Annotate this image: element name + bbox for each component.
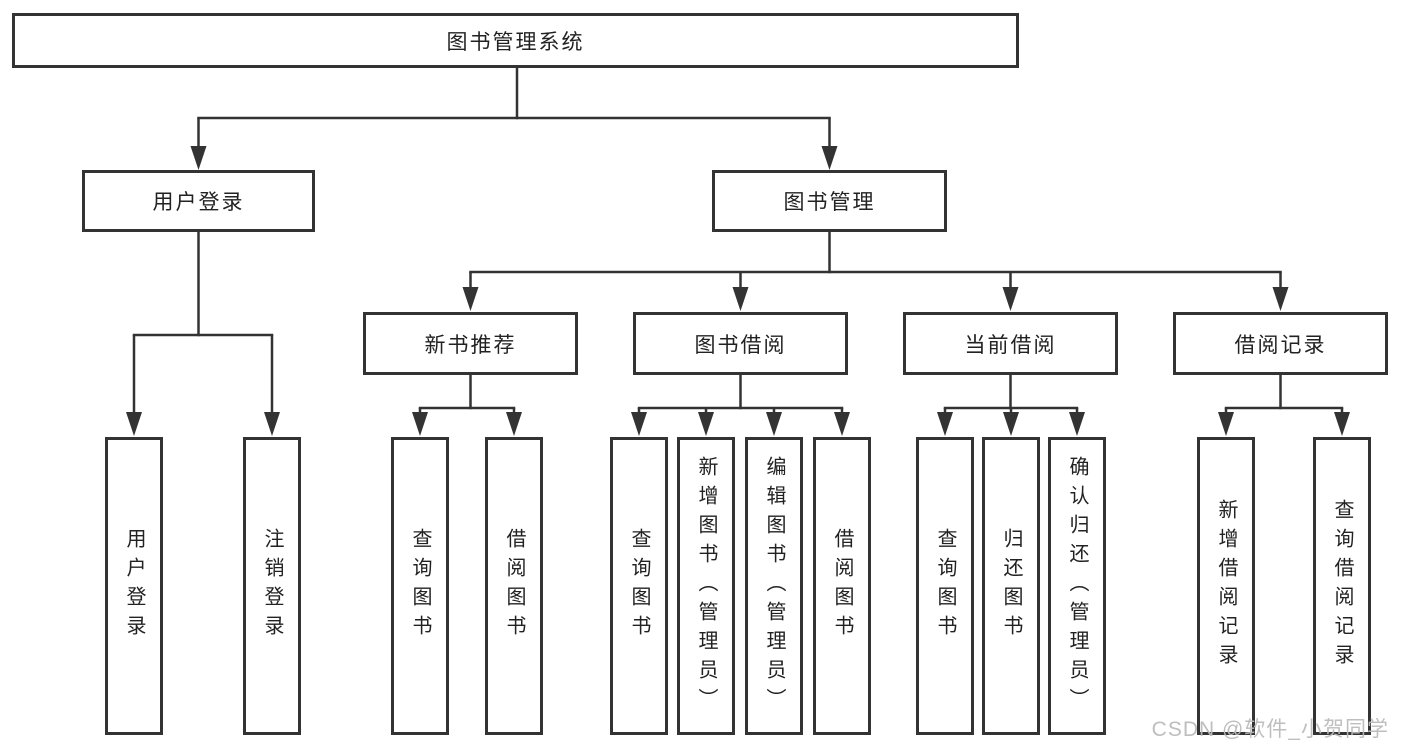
leaf-logout: 注销登录 <box>243 437 301 735</box>
leaf-confirm-return-admin: 确认归还（管理员） <box>1048 437 1106 735</box>
node-book-borrowing: 图书借阅 <box>633 312 848 375</box>
leaf-borrow-books-borrowing: 借阅图书 <box>813 437 871 735</box>
leaf-query-books-recommend: 查询图书 <box>391 437 449 735</box>
leaf-query-books-current: 查询图书 <box>916 437 974 735</box>
arrow-down-icon <box>937 412 953 436</box>
arrow-down-icon <box>1272 287 1289 311</box>
arrow-down-icon <box>126 412 142 436</box>
arrow-down-icon <box>462 287 479 311</box>
leaf-query-books-borrowing: 查询图书 <box>610 437 668 735</box>
csdn-watermark: CSDN @软件_小贺同学 <box>1151 718 1389 741</box>
arrow-down-icon <box>698 412 714 436</box>
leaf-query-borrow-record: 查询借阅记录 <box>1313 437 1371 735</box>
node-user-login: 用户登录 <box>82 170 315 232</box>
leaf-return-books: 归还图书 <box>982 437 1040 735</box>
node-book-management: 图书管理 <box>712 170 947 232</box>
arrow-down-icon <box>412 412 428 436</box>
arrow-down-icon <box>1218 412 1234 436</box>
arrow-down-icon <box>1069 412 1085 436</box>
arrow-down-icon <box>766 412 782 436</box>
arrow-down-icon <box>190 146 207 170</box>
arrow-down-icon <box>834 412 850 436</box>
arrow-down-icon <box>1002 287 1019 311</box>
arrow-down-icon <box>506 412 522 436</box>
arrow-down-icon-group <box>126 146 1350 436</box>
leaf-user-login: 用户登录 <box>105 437 163 735</box>
leaf-edit-books-admin: 编辑图书（管理员） <box>745 437 803 735</box>
arrow-down-icon <box>1334 412 1350 436</box>
leaf-add-borrow-record: 新增借阅记录 <box>1197 437 1255 735</box>
arrow-down-icon <box>732 287 749 311</box>
node-current-borrowing: 当前借阅 <box>903 312 1118 375</box>
leaf-add-books-admin: 新增图书（管理员） <box>677 437 735 735</box>
arrow-down-icon <box>1003 412 1019 436</box>
arrow-down-icon <box>264 412 280 436</box>
node-new-book-recommendation: 新书推荐 <box>363 312 578 375</box>
leaf-borrow-books-recommend: 借阅图书 <box>485 437 543 735</box>
node-borrowing-records: 借阅记录 <box>1173 312 1388 375</box>
arrow-down-icon <box>821 146 838 170</box>
node-library-management-system: 图书管理系统 <box>12 13 1019 68</box>
arrow-down-icon <box>631 412 647 436</box>
